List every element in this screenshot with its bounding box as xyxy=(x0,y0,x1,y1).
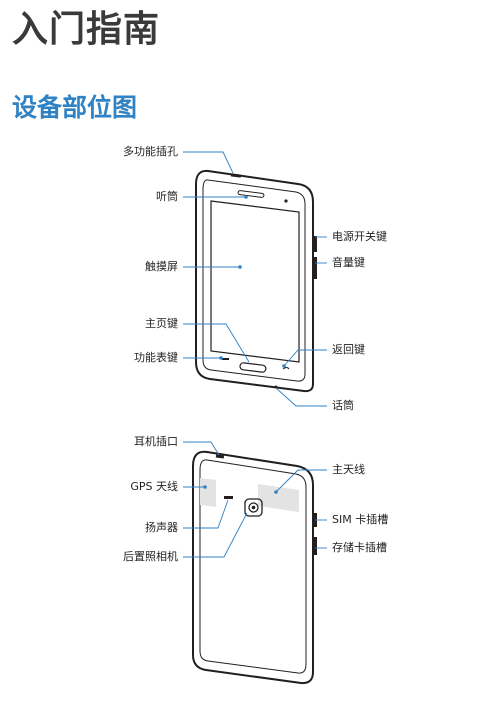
microphone-hole xyxy=(274,385,278,389)
menu-key-icon xyxy=(222,358,229,360)
leader-headset-jack xyxy=(183,441,220,456)
label-menu-key: 功能表键 xyxy=(134,351,178,364)
leader-back-key xyxy=(283,349,327,367)
front-leader-dots xyxy=(219,195,286,368)
front-device xyxy=(195,169,317,393)
front-bezel xyxy=(202,179,306,382)
back-leader-dots xyxy=(203,485,278,494)
leader-rear-camera xyxy=(183,512,248,558)
gps-antenna-area xyxy=(200,478,216,507)
leader-main-antenna xyxy=(275,469,327,493)
rear-camera-housing xyxy=(244,498,263,517)
back-device xyxy=(192,450,317,685)
label-microphone: 话筒 xyxy=(332,399,354,412)
label-touchscreen: 触摸屏 xyxy=(145,260,178,273)
label-main-antenna: 主天线 xyxy=(332,463,365,476)
chapter-title: 入门指南 xyxy=(12,9,161,50)
label-multi-jack: 多功能插孔 xyxy=(123,145,178,158)
label-headset-jack: 耳机插口 xyxy=(134,435,178,448)
label-gps-antenna: GPS 天线 xyxy=(130,480,178,493)
section-title: 设备部位图 xyxy=(12,93,138,122)
back-key-icon xyxy=(282,367,290,370)
back-leader-lines xyxy=(183,441,327,558)
leader-microphone xyxy=(275,387,327,407)
multi-jack-port xyxy=(230,173,242,178)
leader-home-key xyxy=(183,323,250,363)
label-back-key: 返回键 xyxy=(332,343,365,356)
label-memory-slot: 存储卡插槽 xyxy=(332,541,387,554)
front-camera-dot xyxy=(284,199,288,203)
back-body-outline xyxy=(192,450,314,685)
leader-multi-jack xyxy=(183,151,234,174)
volume-key-shape xyxy=(313,257,317,279)
main-antenna-area xyxy=(258,484,299,512)
label-speaker: 扬声器 xyxy=(145,521,178,534)
label-rear-camera: 后置照相机 xyxy=(123,550,178,563)
touchscreen-area xyxy=(210,200,300,363)
earpiece-slot xyxy=(237,190,265,198)
home-key-shape xyxy=(239,362,267,373)
headset-jack-port xyxy=(215,454,225,459)
memory-slot-shape xyxy=(313,537,317,555)
speaker-grille xyxy=(224,496,233,499)
back-inner-edge xyxy=(199,459,307,674)
front-leader-lines xyxy=(183,151,327,407)
power-key-shape xyxy=(313,236,317,252)
rear-camera-lens xyxy=(248,502,259,513)
label-sim-slot: SIM 卡插槽 xyxy=(332,513,389,526)
label-home-key: 主页键 xyxy=(145,317,178,330)
leader-speaker xyxy=(183,499,229,529)
label-volume-key: 音量键 xyxy=(332,256,365,269)
label-power-key: 电源开关键 xyxy=(332,230,387,243)
label-earpiece: 听筒 xyxy=(156,190,178,203)
front-body-outline xyxy=(195,169,314,393)
